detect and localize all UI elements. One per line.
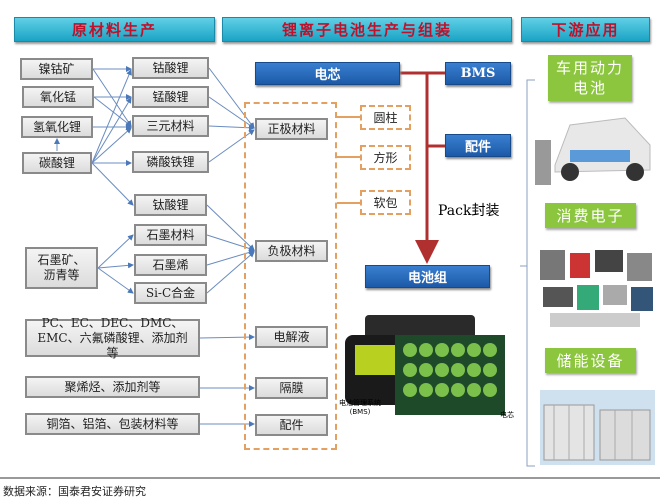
cell-box: 电芯 xyxy=(255,62,400,85)
bms-box: BMS xyxy=(445,62,511,85)
raw-material-box: PC、EC、DEC、DMC、EMC、六氟磷酸锂、添加剂等 xyxy=(25,316,200,360)
intermediate-box: 磷酸铁锂 xyxy=(132,151,209,173)
intermediate-box: Si-C合金 xyxy=(134,282,207,304)
intermediate-box: 三元材料 xyxy=(132,115,209,137)
component-box: 隔膜 xyxy=(255,377,328,399)
bms-image-label: 电池管理系统 (BMS) xyxy=(339,399,381,416)
pack-label: Pack封装 xyxy=(438,203,500,219)
header-applications: 下游应用 xyxy=(521,17,650,42)
intermediate-box: 钴酸锂 xyxy=(132,57,209,79)
app-consumer-electronics: 消费电子 xyxy=(545,203,636,228)
raw-material-box: 镍钴矿 xyxy=(20,58,93,80)
raw-material-box: 铜箔、铝箔、包装材料等 xyxy=(25,413,200,435)
cell-image-label: 电芯 xyxy=(500,411,514,419)
battery-pack-box: 电池组 xyxy=(365,265,490,288)
raw-material-box: 碳酸锂 xyxy=(22,152,92,174)
cell-components-group xyxy=(244,102,337,450)
intermediate-box: 钛酸锂 xyxy=(134,194,207,216)
app-ev-battery: 车用动力电池 xyxy=(548,55,632,101)
source-note: 数据来源：国泰君安证券研究 xyxy=(3,485,146,498)
raw-material-box: 石墨矿、沥青等 xyxy=(25,247,98,289)
header-raw-materials: 原材料生产 xyxy=(14,17,215,42)
cell-type-box: 软包 xyxy=(360,190,411,215)
raw-material-box: 氢氧化锂 xyxy=(21,116,93,138)
app-energy-storage: 储能设备 xyxy=(545,348,636,373)
component-box: 正极材料 xyxy=(255,118,328,140)
storage-containers-image xyxy=(540,390,655,465)
intermediate-box: 锰酸锂 xyxy=(132,86,209,108)
consumer-electronics-image xyxy=(540,250,653,327)
cell-type-box: 圆柱 xyxy=(360,105,411,130)
component-box: 电解液 xyxy=(255,326,328,348)
parts-box: 配件 xyxy=(445,134,511,157)
component-box: 负极材料 xyxy=(255,240,328,262)
intermediate-box: 石墨烯 xyxy=(134,254,207,276)
electric-car-image xyxy=(535,117,651,185)
intermediate-box: 石墨材料 xyxy=(134,224,207,246)
cell-type-box: 方形 xyxy=(360,145,411,170)
component-box: 配件 xyxy=(255,414,328,436)
header-battery-production: 锂离子电池生产与组装 xyxy=(222,17,512,42)
raw-material-box: 氧化锰 xyxy=(22,86,94,108)
raw-material-box: 聚烯烃、添加剂等 xyxy=(25,376,200,398)
battery-pack-image xyxy=(345,315,505,415)
